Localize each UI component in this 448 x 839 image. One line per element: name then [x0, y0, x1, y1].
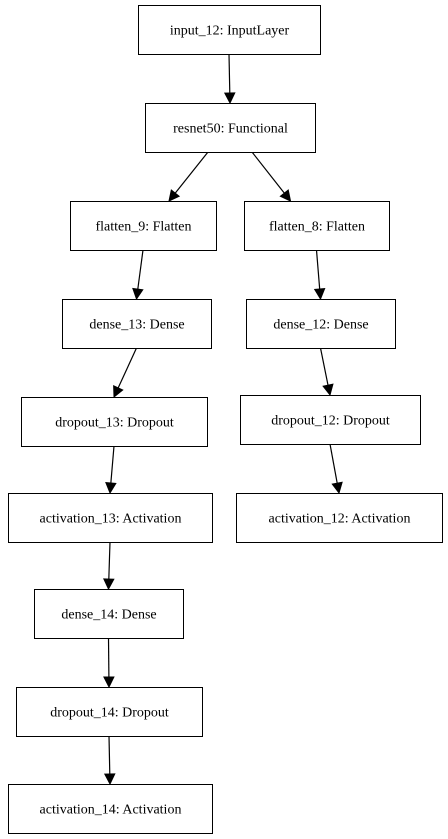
node-box	[145, 103, 316, 153]
nodes-layer: input_12: InputLayer resnet50: Functional…	[8, 5, 443, 834]
node-dense-14: dense_14: Dense	[34, 589, 184, 639]
node-box	[70, 201, 217, 251]
arrowhead-icon	[103, 578, 115, 591]
arrowhead-icon	[168, 189, 181, 202]
node-box	[21, 397, 208, 447]
edge-input-12-to-resnet50	[223, 53, 236, 105]
arrowhead-icon	[132, 287, 144, 301]
edge-line	[117, 347, 138, 389]
node-label: dense_14: Dense	[61, 608, 156, 623]
node-dropout-14: dropout_14: Dropout	[16, 687, 203, 737]
node-activation-13: activation_13: Activation	[8, 493, 213, 543]
edge-line	[319, 347, 329, 386]
node-box	[8, 493, 213, 543]
edge-dropout-12-to-activation-12	[329, 443, 343, 495]
arrowhead-icon	[103, 676, 115, 689]
edge-line	[315, 249, 321, 290]
node-label: resnet50: Functional	[173, 122, 288, 137]
arrowhead-icon	[223, 92, 236, 105]
node-box	[62, 299, 212, 349]
node-label: dropout_14: Dropout	[50, 706, 169, 721]
node-label: dense_12: Dense	[273, 318, 368, 333]
edge-dense-12-to-dropout-12	[319, 347, 334, 397]
edge-line	[329, 443, 338, 484]
node-label: dense_13: Dense	[89, 318, 184, 333]
node-dropout-13: dropout_13: Dropout	[21, 397, 208, 447]
node-label: input_12: InputLayer	[170, 24, 290, 39]
node-dense-13: dense_13: Dense	[62, 299, 212, 349]
edge-line	[110, 445, 115, 484]
arrowhead-icon	[113, 385, 124, 399]
edge-resnet50-to-flatten-8	[251, 151, 292, 202]
node-box	[34, 589, 184, 639]
arrowhead-icon	[322, 383, 334, 397]
node-box	[244, 201, 390, 251]
edge-line	[108, 735, 111, 775]
node-flatten-9: flatten_9: Flatten	[70, 201, 217, 251]
node-box	[246, 299, 396, 349]
node-box	[138, 5, 321, 55]
edge-line	[137, 249, 144, 290]
edge-flatten-9-to-dense-13	[132, 249, 144, 301]
node-dropout-12: dropout_12: Dropout	[240, 395, 421, 445]
edge-resnet50-to-flatten-9	[168, 151, 209, 202]
arrowhead-icon	[105, 482, 117, 495]
arrowhead-icon	[103, 773, 116, 786]
node-label: dropout_12: Dropout	[271, 414, 390, 429]
arrowhead-icon	[313, 288, 326, 301]
node-box	[236, 493, 443, 543]
node-activation-14: activation_14: Activation	[8, 784, 213, 834]
edge-dropout-14-to-activation-14	[103, 735, 116, 786]
edge-line	[251, 151, 285, 194]
edge-dense-14-to-dropout-14	[103, 637, 115, 689]
arrowhead-icon	[331, 481, 343, 495]
node-dense-12: dense_12: Dense	[246, 299, 396, 349]
node-label: dropout_13: Dropout	[55, 416, 174, 431]
arrowhead-icon	[279, 189, 292, 202]
edge-dense-13-to-dropout-13	[113, 347, 138, 399]
edge-activation-13-to-dense-14	[103, 541, 115, 591]
node-box	[8, 784, 213, 834]
edges-layer	[103, 53, 343, 786]
node-label: flatten_9: Flatten	[95, 220, 191, 235]
edge-flatten-8-to-dense-12	[313, 249, 326, 301]
node-resnet50: resnet50: Functional	[145, 103, 316, 153]
node-box	[240, 395, 421, 445]
edge-line	[108, 541, 111, 580]
node-label: activation_13: Activation	[40, 512, 182, 527]
node-label: flatten_8: Flatten	[269, 220, 365, 235]
edge-line	[228, 53, 231, 94]
node-box	[16, 687, 203, 737]
node-input-12: input_12: InputLayer	[138, 5, 321, 55]
node-activation-12: activation_12: Activation	[236, 493, 443, 543]
node-label: activation_14: Activation	[40, 803, 182, 818]
node-label: activation_12: Activation	[269, 512, 411, 527]
node-flatten-8: flatten_8: Flatten	[244, 201, 390, 251]
edge-dropout-13-to-activation-13	[105, 445, 117, 495]
edge-line	[174, 151, 209, 194]
